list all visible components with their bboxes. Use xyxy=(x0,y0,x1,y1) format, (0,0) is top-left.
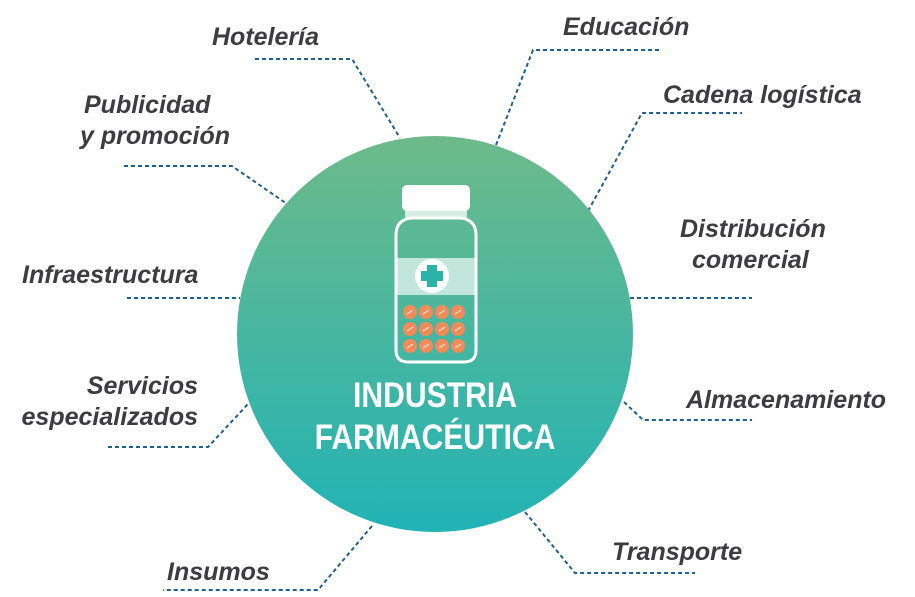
pill-score-line xyxy=(422,326,430,332)
label-cadena-logistica: Cadena logística xyxy=(663,81,862,109)
pill-score-line xyxy=(454,309,462,315)
connector-almacenamiento xyxy=(623,401,752,421)
medicine-bottle-icon xyxy=(394,185,478,364)
pill-score-line xyxy=(422,309,430,315)
connector-cadena xyxy=(587,112,742,212)
connector-educacion xyxy=(495,49,662,146)
label-transporte: Transporte xyxy=(612,538,743,566)
label-insumos: Insumos xyxy=(167,558,270,586)
label-distribucion: Distribución comercial xyxy=(680,215,826,274)
pill-score-line xyxy=(438,343,446,349)
pill-score-line xyxy=(454,326,462,332)
pill-score-line xyxy=(438,326,446,332)
pill-score-line xyxy=(438,309,446,315)
connector-hoteleria xyxy=(255,58,401,139)
connector-servicios xyxy=(108,403,249,448)
center-title-line2: FARMACÉUTICA xyxy=(314,418,556,457)
label-almacenamiento: Almacenamiento xyxy=(686,386,887,414)
label-educacion: Educación xyxy=(563,13,690,41)
pill-score-line xyxy=(454,343,462,349)
center-circle xyxy=(237,136,633,532)
connector-publicidad xyxy=(124,165,291,207)
center-title-line1: INDUSTRIA xyxy=(353,376,517,415)
label-hoteleria: Hotelería xyxy=(212,23,319,51)
label-infraestructura: Infraestructura xyxy=(22,261,199,289)
pill-score-line xyxy=(406,326,414,332)
pill-score-line xyxy=(406,309,414,315)
pill-score-line xyxy=(422,343,430,349)
label-servicios: Servicios especializados xyxy=(21,372,198,431)
label-publicidad: Publicidad y promoción xyxy=(79,91,230,150)
pill-score-line xyxy=(406,343,414,349)
connectors xyxy=(108,49,752,591)
connector-transporte xyxy=(524,511,695,574)
